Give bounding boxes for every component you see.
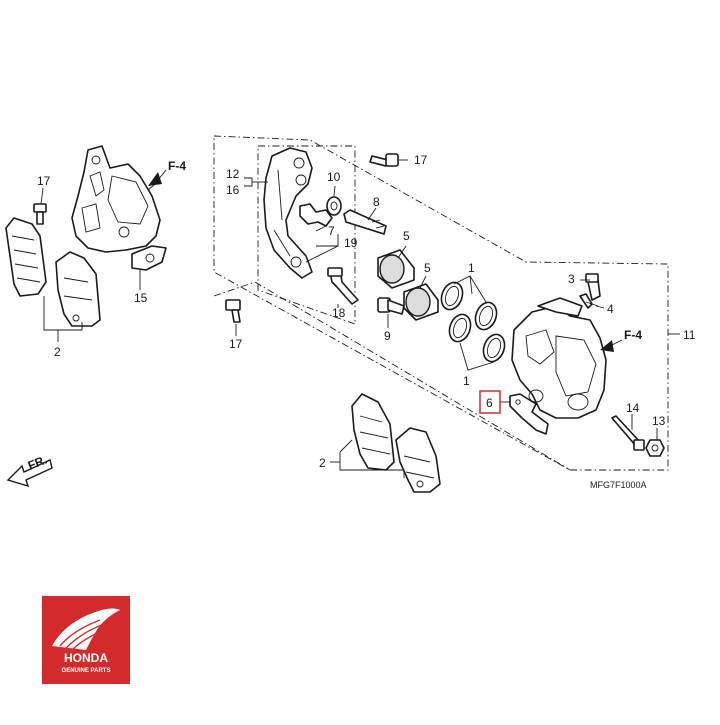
left-pad-1 bbox=[5, 217, 47, 297]
callout-2-left: 2 bbox=[54, 345, 61, 359]
pad-retainer-6 bbox=[509, 393, 549, 435]
ref-arrow-f4-left bbox=[148, 169, 167, 186]
callout-7: 7 bbox=[328, 224, 335, 238]
pin-14 bbox=[611, 415, 645, 451]
leader-lines bbox=[40, 159, 680, 478]
callout-17-left: 17 bbox=[37, 174, 51, 188]
ref-arrow-f4-right bbox=[600, 339, 623, 352]
callout-9: 9 bbox=[384, 329, 391, 343]
pad-spring-7 bbox=[299, 203, 333, 227]
callout-5-b: 5 bbox=[424, 261, 431, 275]
left-pad-2 bbox=[55, 251, 101, 327]
bottom-brake-pads bbox=[351, 393, 441, 493]
callout-15: 15 bbox=[134, 291, 148, 305]
callout-18: 18 bbox=[332, 306, 346, 320]
callout-13: 13 bbox=[652, 414, 666, 428]
callout-8: 8 bbox=[373, 195, 380, 209]
boot-10 bbox=[326, 196, 342, 216]
callout-19: 19 bbox=[344, 236, 358, 250]
bracket-15 bbox=[131, 245, 167, 271]
logo-brand-name: HONDA bbox=[64, 651, 108, 665]
bolt-17-left bbox=[33, 203, 47, 225]
front-direction-label: FR. bbox=[26, 453, 49, 473]
piston-seals-1 bbox=[440, 281, 506, 363]
honda-genuine-parts-logo: HONDA GENUINE PARTS bbox=[42, 596, 130, 684]
callout-6: 6 bbox=[486, 396, 493, 410]
bracket-assembly-frame bbox=[257, 145, 356, 325]
callout-4: 4 bbox=[607, 302, 614, 316]
bolt-17-top bbox=[369, 153, 399, 167]
callout-17-bottom: 17 bbox=[229, 337, 243, 351]
bleeder-cap-4 bbox=[579, 293, 599, 309]
callout-16: 16 bbox=[226, 183, 240, 197]
ref-label-f4-left: F-4 bbox=[168, 159, 186, 173]
logo-tagline: GENUINE PARTS bbox=[62, 668, 111, 674]
slide-pin-8 bbox=[343, 209, 387, 235]
piston-5-upper bbox=[377, 249, 415, 289]
bolt-17-bottom bbox=[225, 299, 241, 323]
nut-13 bbox=[645, 439, 665, 457]
callout-12: 12 bbox=[226, 167, 240, 181]
bottom-pad-1 bbox=[351, 393, 395, 471]
bolt-9 bbox=[377, 297, 405, 315]
piston-5-lower bbox=[403, 283, 439, 321]
callout-2-bottom: 2 bbox=[319, 456, 326, 470]
callout-14: 14 bbox=[626, 401, 640, 415]
callout-11: 11 bbox=[683, 328, 696, 342]
caliper-body-11 bbox=[511, 297, 607, 419]
caliper-assembly-frame bbox=[213, 135, 669, 471]
front-direction-arrow bbox=[6, 459, 53, 488]
left-caliper-assembly bbox=[71, 145, 167, 271]
caliper-bracket bbox=[263, 147, 313, 279]
callout-17-top: 17 bbox=[414, 153, 428, 167]
highlight-box-part-6 bbox=[479, 390, 501, 414]
callout-10: 10 bbox=[327, 170, 341, 184]
ref-label-f4-right: F-4 bbox=[624, 328, 642, 342]
slide-pin-18 bbox=[327, 267, 359, 305]
left-brake-pads bbox=[5, 217, 101, 327]
diagram-code: MFG7F1000A bbox=[590, 480, 647, 490]
callout-5-a: 5 bbox=[403, 229, 410, 243]
callout-1-bottom: 1 bbox=[463, 374, 470, 388]
bleeder-valve-3 bbox=[585, 273, 601, 301]
callout-1-top: 1 bbox=[468, 261, 475, 275]
callout-3: 3 bbox=[568, 272, 575, 286]
